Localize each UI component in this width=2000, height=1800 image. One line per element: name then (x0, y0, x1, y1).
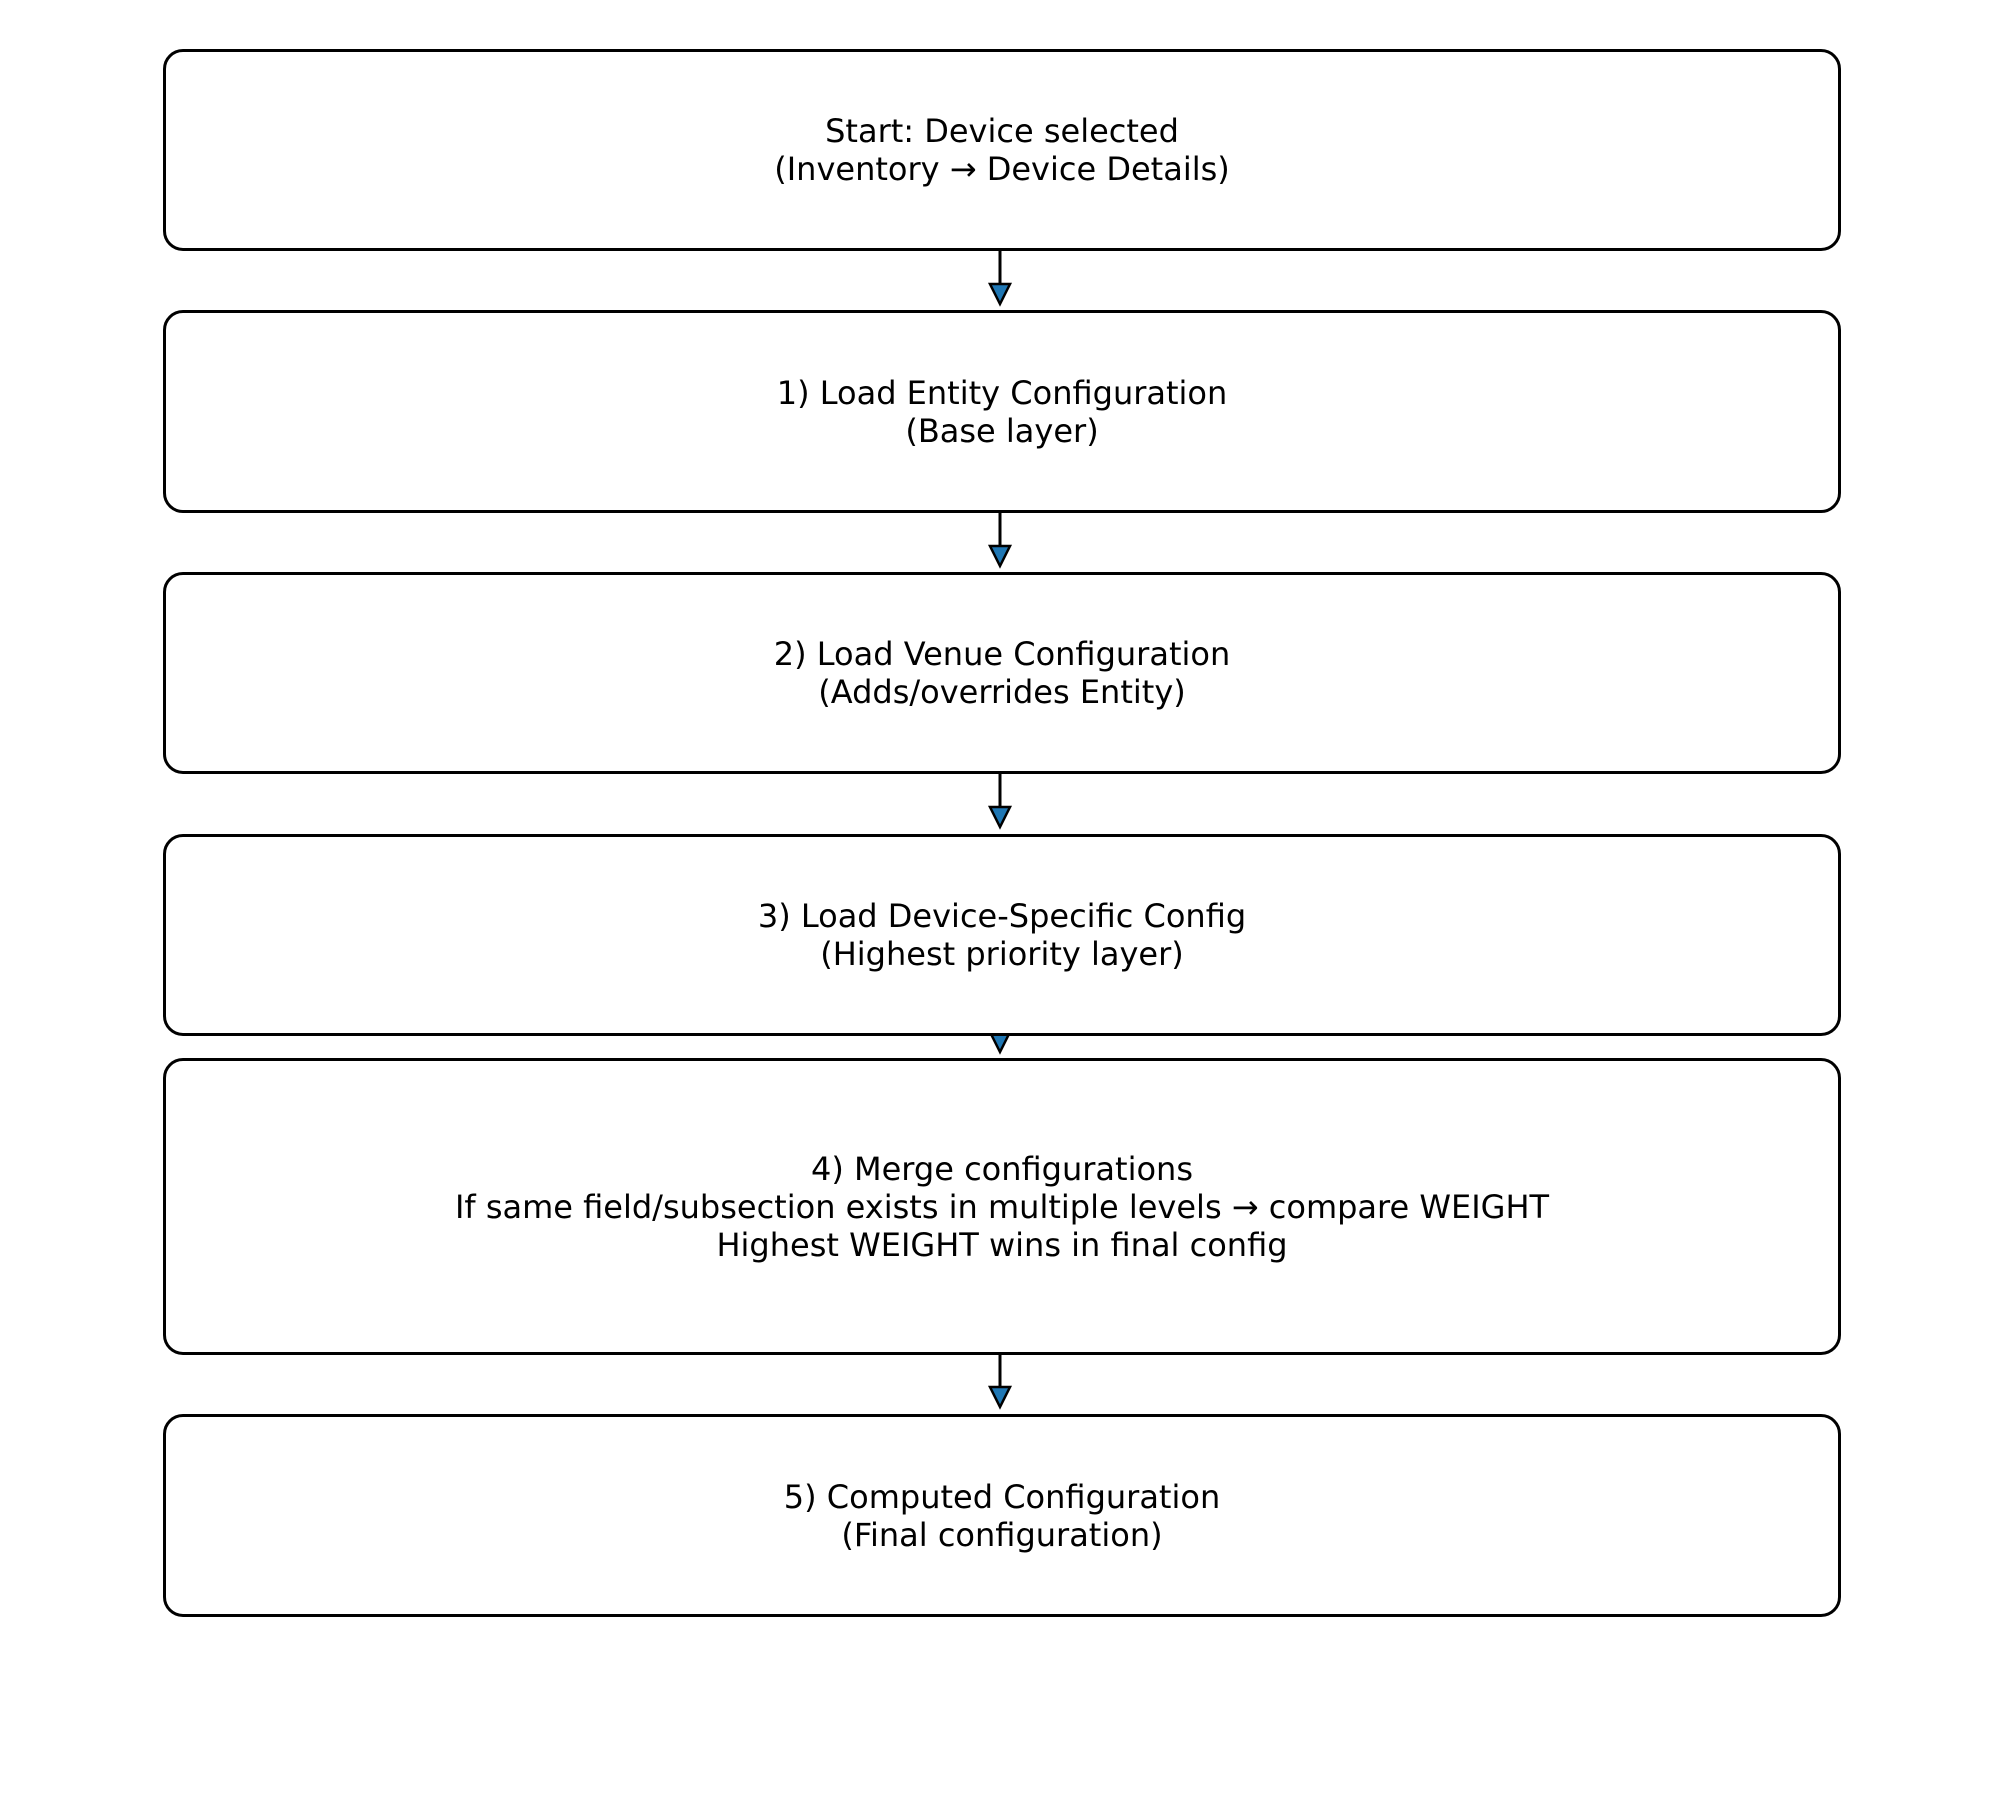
arrow-step4-to-step5 (987, 1355, 1013, 1410)
step-4-box: 4) Merge configurations If same field/su… (163, 1058, 1841, 1355)
arrowhead-icon (987, 544, 1013, 569)
step-text-line: 2) Load Venue Configuration (773, 635, 1231, 673)
step-5-box: 5) Computed Configuration (Final configu… (163, 1414, 1841, 1617)
step-start-box: Start: Device selected (Inventory → Devi… (163, 49, 1841, 251)
arrow-step1-to-step2 (987, 513, 1013, 569)
step-text-line: (Inventory → Device Details) (774, 150, 1230, 188)
step-text-line: (Base layer) (905, 411, 1099, 450)
step-2-box: 2) Load Venue Configuration (Adds/overri… (163, 572, 1841, 774)
step-text-line: (Final configuration) (841, 1515, 1163, 1554)
step-text-line: 3) Load Device-Specific Config (757, 897, 1247, 935)
step-1-box: 1) Load Entity Configuration (Base layer… (163, 310, 1841, 513)
step-text-line: 5) Computed Configuration (783, 1477, 1221, 1516)
arrow-start-to-step1 (987, 251, 1013, 307)
arrowhead-icon (987, 282, 1013, 307)
step-text-line: 4) Merge configurations (810, 1149, 1193, 1188)
arrowhead-icon (987, 1385, 1013, 1410)
step-text-line: (Adds/overrides Entity) (818, 673, 1186, 711)
step-text-line: Highest WEIGHT wins in final config (716, 1225, 1288, 1264)
step-text-line: 1) Load Entity Configuration (776, 373, 1228, 412)
step-3-box: 3) Load Device-Specific Config (Highest … (163, 834, 1841, 1036)
step-text-line: If same field/subsection exists in multi… (454, 1187, 1550, 1226)
step-text-line: Start: Device selected (825, 112, 1179, 150)
arrow-step2-to-step3 (987, 774, 1013, 830)
step-text-line: (Highest priority layer) (820, 935, 1184, 973)
arrowhead-icon (987, 805, 1013, 830)
